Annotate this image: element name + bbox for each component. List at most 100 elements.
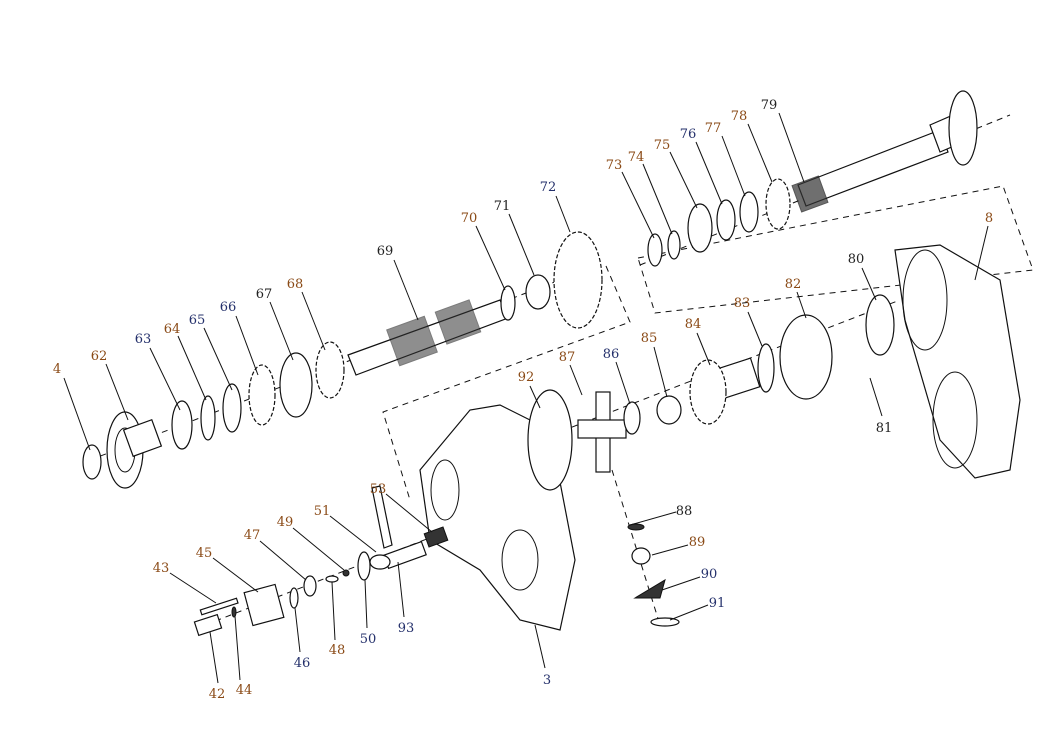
part-49-clip	[342, 569, 350, 577]
callout-67: 67	[256, 287, 273, 302]
part-82-carrier	[779, 314, 833, 400]
part-79-output-shaft	[791, 111, 969, 213]
dashed-group-boxes	[382, 185, 1034, 501]
callout-93: 93	[398, 621, 415, 636]
part-77-ring	[739, 191, 759, 233]
callout-80: 80	[848, 252, 865, 267]
callout-75: 75	[654, 138, 671, 153]
part-75-bearing	[687, 203, 713, 253]
part-73-ring	[647, 233, 663, 267]
part-63-seal	[171, 400, 193, 450]
callout-4: 4	[53, 362, 61, 377]
callout-51: 51	[314, 504, 331, 519]
part-86-ring	[623, 401, 641, 435]
leader-line-46	[294, 607, 301, 653]
part-45-actuator	[243, 583, 285, 627]
part-66-bearing	[248, 364, 276, 426]
part-79-flange	[948, 90, 978, 166]
callout-49: 49	[277, 515, 294, 530]
part-71-sleeve	[525, 274, 551, 310]
leader-line-49	[292, 527, 345, 571]
part-72-gear	[553, 231, 603, 329]
leader-line-85	[653, 346, 668, 398]
part-91-washer	[650, 617, 680, 627]
part-68-gear	[315, 341, 345, 399]
leader-line-66	[235, 315, 259, 376]
callout-63: 63	[135, 332, 152, 347]
part-93-shift-fork	[371, 485, 427, 570]
leader-line-87	[569, 364, 583, 396]
part-65-race	[222, 383, 242, 433]
callout-45: 45	[196, 546, 213, 561]
part-80-bearing	[865, 294, 895, 356]
leader-line-86	[615, 361, 631, 405]
part-92-case-half	[527, 389, 573, 491]
leader-line-84	[696, 332, 711, 366]
leader-line-70	[475, 225, 506, 291]
callout-66: 66	[220, 300, 237, 315]
callout-71: 71	[494, 199, 511, 214]
leader-line-62	[105, 363, 129, 421]
parts	[82, 90, 1021, 637]
leader-line-47	[259, 540, 307, 581]
callout-83: 83	[734, 296, 751, 311]
leader-line-82	[796, 291, 807, 319]
callout-47: 47	[244, 528, 261, 543]
leader-line-44	[234, 615, 241, 681]
part-64-ring	[200, 395, 216, 441]
leader-line-65	[203, 327, 233, 391]
leader-line-64	[177, 335, 207, 401]
part-46-oring	[289, 587, 299, 609]
leader-line-83	[747, 311, 763, 347]
leader-line-80	[861, 267, 877, 301]
leader-line-88	[629, 511, 677, 526]
callout-72: 72	[540, 180, 557, 195]
part-70-ring	[500, 285, 516, 321]
leader-line-75	[669, 151, 698, 209]
part-8-housing	[894, 244, 1021, 479]
part-42-sensor	[193, 613, 223, 637]
callout-64: 64	[164, 322, 181, 337]
leader-line-73	[621, 171, 655, 239]
leader-line-81	[869, 377, 883, 417]
leader-line-72	[555, 195, 571, 233]
part-51-sleeve	[369, 554, 391, 570]
callout-42: 42	[209, 687, 226, 702]
callout-87: 87	[559, 350, 576, 365]
callout-8: 8	[985, 211, 993, 226]
part-67-bearing	[279, 352, 313, 418]
callout-68: 68	[287, 277, 304, 292]
callout-91: 91	[709, 596, 726, 611]
leader-line-89	[651, 544, 689, 556]
leader-line-69	[393, 259, 419, 321]
callout-88: 88	[676, 504, 693, 519]
leader-line-74	[642, 163, 673, 235]
leader-lines	[63, 112, 989, 684]
leader-line-42	[209, 631, 219, 684]
callout-69: 69	[377, 244, 394, 259]
part-47-piston	[303, 575, 317, 597]
callout-43: 43	[153, 561, 170, 576]
part-50-gasket	[357, 551, 371, 581]
leader-line-79	[778, 112, 805, 183]
part-69-shaft	[347, 299, 509, 376]
callout-90: 90	[701, 567, 718, 582]
part-53-spring	[423, 526, 449, 548]
leader-line-77	[721, 135, 746, 197]
callout-62: 62	[91, 349, 108, 364]
leader-line-45	[212, 557, 259, 593]
leader-line-53	[385, 493, 433, 533]
callout-3: 3	[543, 673, 551, 688]
part-48-pin	[325, 575, 339, 583]
leader-line-76	[695, 141, 723, 205]
callout-50: 50	[360, 632, 377, 647]
part-84-gear-face	[689, 359, 727, 425]
part-89-sleeve	[631, 547, 651, 565]
callout-77: 77	[705, 121, 722, 136]
part-90-pinion	[633, 578, 666, 599]
part-83-ring	[757, 343, 775, 393]
callout-73: 73	[606, 158, 623, 173]
callout-81: 81	[876, 421, 893, 436]
leader-line-48	[331, 581, 336, 641]
